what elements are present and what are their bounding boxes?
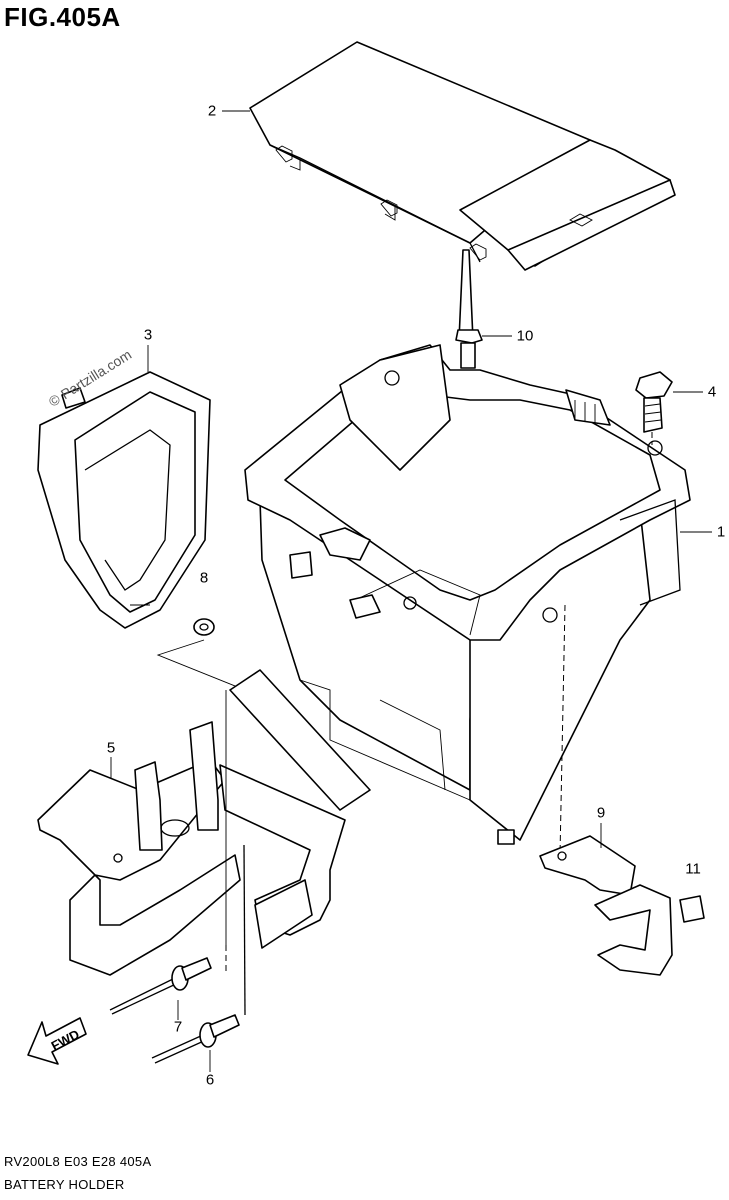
callout-5: 5 [106, 739, 116, 757]
callout-8: 8 [199, 569, 209, 587]
callout-9: 9 [596, 804, 606, 822]
part-3-side-cover [37, 371, 211, 629]
callout-6: 6 [205, 1071, 215, 1089]
callout-11: 11 [685, 860, 701, 878]
callout-4: 4 [707, 383, 717, 401]
leader-lines [110, 110, 712, 1072]
callout-3: 3 [143, 326, 153, 344]
part-2-cover [249, 41, 676, 271]
part-5-bracket [37, 669, 371, 976]
part-8-washer [156, 618, 271, 701]
fwd-label: FWD [49, 1026, 82, 1053]
figure-caption: BATTERY HOLDER [4, 1177, 125, 1192]
model-code: RV200L8 E03 E28 405A [4, 1154, 152, 1169]
part-1-holder [244, 344, 691, 856]
part-9-small-bracket [539, 835, 673, 976]
callout-1: 1 [716, 523, 726, 541]
callout-2: 2 [207, 102, 217, 120]
callout-10: 10 [516, 327, 534, 345]
part-7-rivet [109, 945, 227, 1015]
fwd-arrow-icon: FWD [27, 1017, 87, 1065]
part-4-bolt [635, 371, 673, 445]
part-11-pad [679, 895, 705, 923]
fig-title: FIG.405A [4, 2, 121, 32]
callout-7: 7 [173, 1018, 183, 1036]
part-6-rivet [151, 844, 246, 1064]
